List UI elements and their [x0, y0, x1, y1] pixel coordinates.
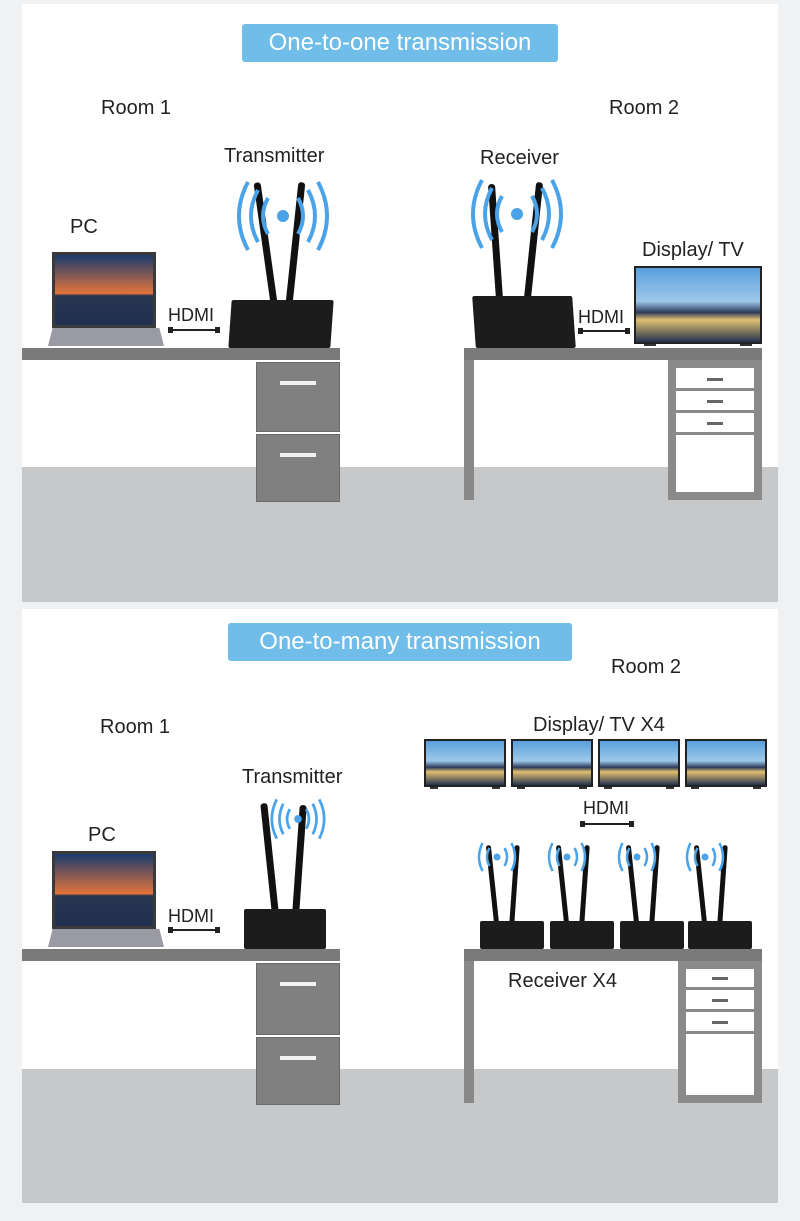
section-title: One-to-many transmission [228, 623, 572, 661]
tv-display [685, 739, 767, 793]
wifi-signal-icon [617, 842, 657, 872]
hdmi-label-top: HDMI [583, 798, 629, 818]
desk-leg [464, 360, 474, 500]
receiver-unit [684, 837, 756, 949]
section-title: One-to-one transmission [242, 24, 558, 62]
tv-display [598, 739, 680, 793]
hdmi-cable [168, 927, 220, 933]
receiver-label: Receiver X4 [508, 970, 617, 992]
wifi-signal-icon [547, 842, 587, 872]
hdmi-label-right: HDMI [578, 307, 624, 327]
one-to-many-panel: One-to-many transmission Room 1 Room 2 P… [22, 609, 778, 1203]
transmitter-device [228, 300, 334, 348]
floor [22, 1069, 778, 1203]
desk-left [22, 949, 340, 961]
wifi-signal-icon [237, 181, 329, 251]
wifi-signal-icon [471, 179, 563, 249]
display-label: Display/ TV [642, 239, 744, 261]
room2-label: Room 2 [611, 656, 682, 678]
room1-label: Room 1 [100, 716, 171, 738]
pc-label: PC [88, 824, 116, 846]
tv-display [511, 739, 593, 793]
receiver-unit [476, 837, 548, 949]
receiver-label: Receiver [480, 147, 559, 169]
laptop-pc [48, 851, 164, 949]
room1-label: Room 1 [101, 97, 172, 119]
floor [22, 467, 778, 602]
wifi-signal-icon [270, 798, 326, 840]
tv-display [424, 739, 506, 793]
hdmi-label-left: HDMI [168, 906, 214, 926]
receiver-device [472, 296, 576, 348]
laptop-pc [48, 252, 164, 348]
room2-label: Room 2 [609, 97, 680, 119]
drawer [256, 362, 340, 432]
receiver-unit [616, 837, 688, 949]
receiver-unit [546, 837, 618, 949]
cabinet [678, 961, 762, 1103]
desk-right [464, 949, 762, 961]
hdmi-cable [580, 821, 634, 827]
one-to-one-panel: One-to-one transmission Room 1 Room 2 PC… [22, 4, 778, 602]
hdmi-label-left: HDMI [168, 305, 214, 325]
drawer [256, 434, 340, 502]
transmitter-label: Transmitter [224, 145, 325, 167]
hdmi-cable [578, 328, 630, 334]
pc-label: PC [70, 216, 98, 238]
wifi-signal-icon [477, 842, 517, 872]
cabinet [668, 360, 762, 500]
wifi-signal-icon [685, 842, 725, 872]
desk-leg [464, 961, 474, 1103]
hdmi-cable [168, 327, 220, 333]
transmitter-device [244, 909, 326, 949]
transmitter-label: Transmitter [242, 766, 343, 788]
desk-left [22, 348, 340, 360]
display-label: Display/ TV X4 [533, 714, 665, 736]
drawer [256, 1037, 340, 1105]
drawer [256, 963, 340, 1035]
tv-display [634, 266, 762, 350]
desk-right [464, 348, 762, 360]
